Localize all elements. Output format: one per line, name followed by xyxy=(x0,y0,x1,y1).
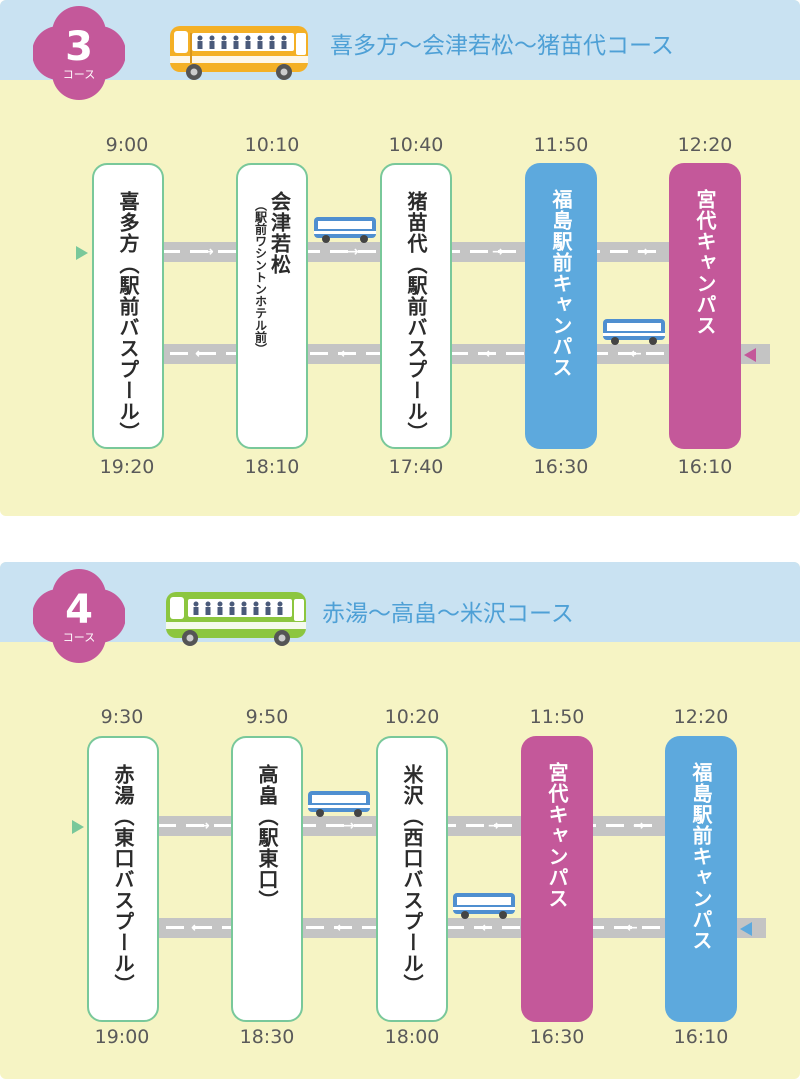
course-section-4: 4 コース 赤湯～高畠～米沢コース 9:30 9:50 10:20 1 xyxy=(0,562,800,1079)
bus-stop: 会津若松 （駅前ワシントンホテル前） xyxy=(236,163,308,449)
course-header xyxy=(0,0,800,80)
stop-name: 喜多方（駅前バスプール） xyxy=(116,191,140,443)
depart-time: 10:40 xyxy=(388,134,444,156)
bus-stop: 福島駅前キャンパス xyxy=(525,163,597,449)
return-time: 19:00 xyxy=(94,1026,150,1048)
start-marker-icon xyxy=(76,246,88,260)
bus-icon xyxy=(602,318,666,346)
start-marker-icon xyxy=(744,348,756,362)
bus-stop: 赤湯（東口バスプール） xyxy=(87,736,159,1022)
arrow-right-icon: → xyxy=(347,244,359,260)
depart-time: 10:20 xyxy=(384,706,440,728)
course-label: コース xyxy=(62,631,96,644)
stop-name: 宮代キャンパス xyxy=(693,189,717,336)
return-time: 16:30 xyxy=(533,456,589,478)
return-time: 16:10 xyxy=(677,456,733,478)
return-time: 18:10 xyxy=(244,456,300,478)
arrow-right-icon: → xyxy=(633,818,645,834)
stop-name: 猪苗代（駅前バスプール） xyxy=(404,191,428,443)
depart-time: 11:50 xyxy=(533,134,589,156)
arrow-left-icon: ← xyxy=(485,346,497,362)
course-number: 3 xyxy=(65,24,93,70)
depart-time: 12:20 xyxy=(673,706,729,728)
bus-stop: 宮代キャンパス xyxy=(669,163,741,449)
stop-subname: （駅前ワシントンホテル前） xyxy=(253,199,268,355)
bus-stop: 宮代キャンパス xyxy=(521,736,593,1022)
arrow-left-icon: ← xyxy=(191,920,203,936)
course-badge: 4 コース xyxy=(32,566,126,666)
course-section-3: 3 コース 喜多方～会津若松～猪苗代コース 9:00 10:10 xyxy=(0,0,800,516)
depart-time: 9:30 xyxy=(100,706,144,728)
course-badge: 3 コース xyxy=(32,3,126,103)
return-time: 18:30 xyxy=(239,1026,295,1048)
start-marker-icon xyxy=(740,922,752,936)
arrow-left-icon: ← xyxy=(336,920,348,936)
arrow-right-icon: → xyxy=(637,244,649,260)
arrow-left-icon: ← xyxy=(481,920,493,936)
arrow-left-icon: ← xyxy=(340,346,352,362)
course-header xyxy=(0,562,800,642)
arrow-right-icon: → xyxy=(343,818,355,834)
depart-time: 9:50 xyxy=(245,706,289,728)
bus-icon xyxy=(164,590,308,648)
bus-icon xyxy=(452,892,516,920)
arrow-left-icon: ← xyxy=(626,920,638,936)
stop-name: 会津若松 xyxy=(267,191,292,275)
arrow-left-icon: ← xyxy=(630,346,642,362)
bus-icon xyxy=(168,24,310,82)
bus-stop: 喜多方（駅前バスプール） xyxy=(92,163,164,449)
stop-name: 福島駅前キャンパス xyxy=(549,189,573,378)
course-title: 喜多方～会津若松～猪苗代コース xyxy=(330,33,674,59)
stop-name: 福島駅前キャンパス xyxy=(689,762,713,951)
arrow-right-icon: → xyxy=(492,244,504,260)
depart-time: 11:50 xyxy=(529,706,585,728)
stop-name: 赤湯（東口バスプール） xyxy=(111,764,135,995)
bus-stop: 米沢（西口バスプール） xyxy=(376,736,448,1022)
bus-stop: 猪苗代（駅前バスプール） xyxy=(380,163,452,449)
course-number: 4 xyxy=(65,587,93,633)
start-marker-icon xyxy=(72,820,84,834)
depart-time: 9:00 xyxy=(105,134,149,156)
bus-stop: 高畠（駅東口） xyxy=(231,736,303,1022)
depart-time: 10:10 xyxy=(244,134,300,156)
return-time: 16:30 xyxy=(529,1026,585,1048)
return-time: 16:10 xyxy=(673,1026,729,1048)
return-time: 17:40 xyxy=(388,456,444,478)
bus-icon xyxy=(307,790,371,818)
arrow-right-icon: → xyxy=(202,244,214,260)
arrow-left-icon: ← xyxy=(195,346,207,362)
bus-stop: 福島駅前キャンパス xyxy=(665,736,737,1022)
course-label: コース xyxy=(62,68,96,81)
stop-name: 高畠（駅東口） xyxy=(255,764,279,911)
arrow-right-icon: → xyxy=(488,818,500,834)
course-title: 赤湯～高畠～米沢コース xyxy=(322,601,574,627)
arrow-right-icon: → xyxy=(198,818,210,834)
return-time: 18:00 xyxy=(384,1026,440,1048)
return-time: 19:20 xyxy=(99,456,155,478)
bus-icon xyxy=(313,216,377,244)
stop-name: 米沢（西口バスプール） xyxy=(400,764,424,995)
depart-time: 12:20 xyxy=(677,134,733,156)
stop-name: 宮代キャンパス xyxy=(545,762,569,909)
